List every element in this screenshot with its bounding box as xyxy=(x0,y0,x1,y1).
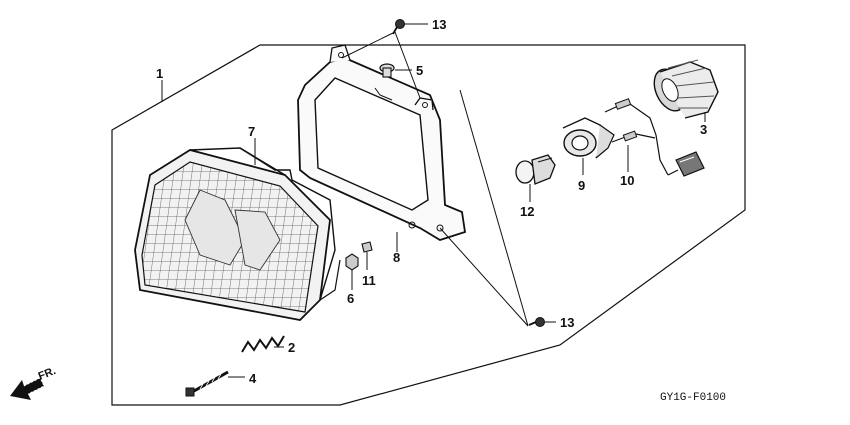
callout-11: 11 xyxy=(362,273,376,288)
callout-1: 1 xyxy=(156,66,163,81)
callout-13-top: 13 xyxy=(432,17,446,32)
callout-10: 10 xyxy=(620,173,634,188)
assembly-outline xyxy=(111,44,746,406)
front-direction-label: FR. xyxy=(37,365,58,383)
rubber-plug xyxy=(379,63,395,78)
callout-5: 5 xyxy=(416,63,423,78)
callout-12: 12 xyxy=(520,204,534,219)
callout-8: 8 xyxy=(393,250,400,265)
callout-2: 2 xyxy=(288,340,295,355)
headlight-frame xyxy=(297,44,467,241)
callout-13-bottom: 13 xyxy=(560,315,574,330)
wire-harness xyxy=(604,98,705,177)
connector xyxy=(675,151,705,177)
callout-7: 7 xyxy=(248,124,255,139)
dust-cover xyxy=(653,59,719,119)
callout-9: 9 xyxy=(578,178,585,193)
bulb-socket xyxy=(562,117,615,159)
screw-13-bottom xyxy=(528,317,545,327)
bulb xyxy=(515,154,556,185)
diagram-code: GY1G-F0100 xyxy=(660,392,726,404)
nut-6 xyxy=(345,253,359,271)
callout-6: 6 xyxy=(347,291,354,306)
spring xyxy=(241,335,285,353)
clip-11 xyxy=(361,241,373,253)
adjusting-screw xyxy=(185,370,229,397)
front-direction-arrow xyxy=(10,377,45,400)
headlight-unit xyxy=(134,147,341,321)
callout-4: 4 xyxy=(249,371,257,386)
callout-3: 3 xyxy=(700,122,707,137)
